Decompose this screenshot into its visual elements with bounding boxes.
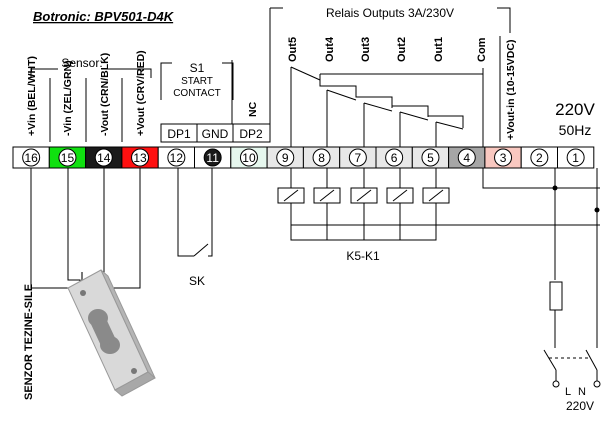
relay-coil [386,187,414,204]
terminal-9: 9 [266,146,304,169]
terminal-6: 6 [375,146,413,169]
sensor-header-bracket [30,68,152,78]
label-vout-minus: -Vout (CRN/BLK) [99,53,111,136]
s1-bracket [160,62,234,100]
relay-coil [422,187,450,204]
relay-bank-label: K5-K1 [346,249,380,263]
terminal-13: 13 [121,146,159,169]
relay-coil [313,187,341,204]
terminal-5: 5 [411,146,450,169]
dp2-cell [232,123,271,143]
terminal-8: 8 [302,146,341,169]
label-out3: Out3 [360,37,372,62]
s1-start-label: START [181,76,213,87]
terminal-number: 15 [61,151,75,165]
label-out2: Out2 [396,37,408,62]
terminal-2: 2 [520,146,559,169]
power-wiring [482,168,600,381]
dp2-label: DP2 [239,127,263,141]
label-out4: Out4 [324,36,336,62]
coil-boxes [277,187,450,204]
relay-coil [350,187,378,204]
sensor-wire-labels: +Vin (BEL/WHT) -Vin (ZEL/GRN) -Vout (CRN… [26,50,147,136]
terminal-11: 11 [194,146,232,169]
terminal-number: 1 [572,151,579,165]
terminal-number: 8 [318,151,325,165]
switch-label: SK [189,274,205,288]
terminal-number: 13 [133,151,147,165]
supply-voltage: 220V [555,100,595,119]
l-label: L [565,386,571,398]
terminal-strip: 16 15 14 13 12 11 10 9 8 7 6 5 4 3 2 1 [12,146,595,169]
label-vin-plus: +Vin (BEL/WHT) [26,56,38,136]
relay-output-labels: Out5 Out4 Out3 Out2 Out1 Com [287,36,488,62]
terminal-number: 4 [463,151,470,165]
junction-dot-2 [594,207,600,213]
terminal-10: 10 [230,146,268,169]
relay-coil [277,187,305,204]
sensor-side-label: SENZOR TEZINE-SILE [23,284,35,400]
terminal-number: 6 [391,151,398,165]
start-switch-sk [177,168,213,257]
n-terminal [593,380,601,388]
terminal-number: 2 [536,151,543,165]
terminal-3: 3 [484,146,522,169]
terminal-1: 1 [557,146,595,169]
terminal-number: 7 [355,151,362,165]
terminal-12: 12 [157,146,195,169]
relay-coils [290,168,600,241]
mains-voltage-label: 220V [566,399,594,413]
terminal-15: 15 [48,146,87,169]
terminal-16: 16 [12,146,50,169]
vout-in-label: +Vout-in (10-15VDC) [505,40,517,140]
load-cell-sensor [67,269,156,397]
terminal-number: 16 [24,151,38,165]
terminal-7: 7 [339,146,377,169]
label-vout-plus: +Vout (CRV/RED) [135,50,147,136]
nc-label: NC [247,101,259,117]
relay-outputs-header: Relais Outputs 3A/230V [326,6,454,20]
relay-contacts-schematic [290,66,484,147]
terminal-number: 12 [170,151,184,165]
terminal-number: 14 [97,151,111,165]
supply-frequency: 50Hz [559,122,592,138]
label-vin-minus: -Vin (ZEL/GRN) [62,60,74,136]
model-title: Botronic: BPV501-D4K [33,9,175,24]
terminal-number: 10 [242,151,256,165]
sensor-header: Sensor: [61,56,102,70]
terminal-number: 3 [500,151,507,165]
terminal-14: 14 [85,146,123,169]
terminal-number: 9 [282,151,289,165]
terminal-number: 5 [427,151,434,165]
relay-header-bracket [269,7,511,33]
l-terminal [552,380,560,388]
label-out5: Out5 [287,37,299,62]
terminal-4: 4 [448,146,486,169]
dp1-label: DP1 [167,127,191,141]
n-label: N [578,386,586,398]
label-com: Com [476,37,488,62]
label-out1: Out1 [433,37,445,62]
terminal-number: 11 [206,151,219,165]
junction-dot-1 [552,185,558,191]
s1-contact-label: CONTACT [173,88,221,99]
s1-label: S1 [190,61,205,75]
gnd-label: GND [202,127,229,141]
